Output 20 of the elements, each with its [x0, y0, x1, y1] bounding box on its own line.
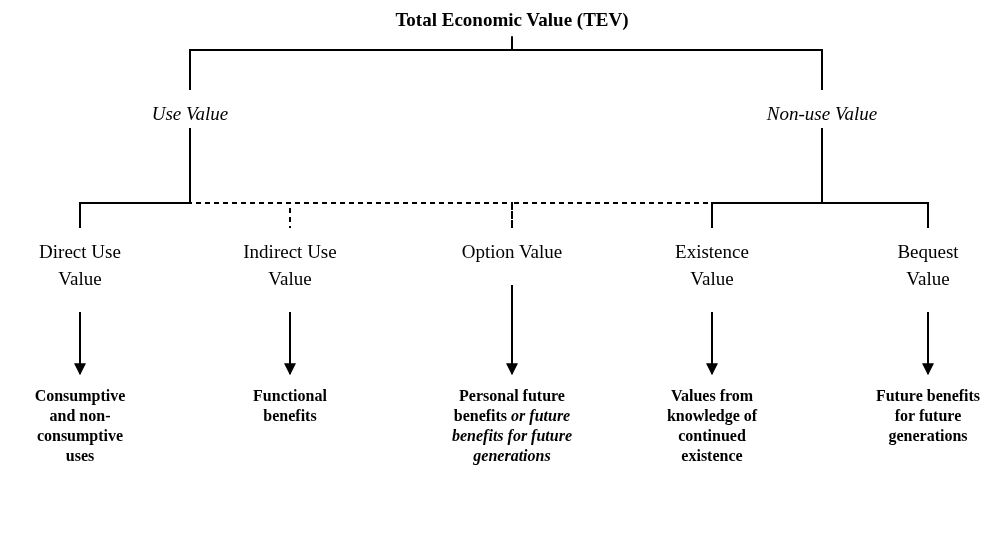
arrow — [922, 311, 934, 376]
category-label: Use Value — [150, 102, 230, 126]
arrow — [284, 311, 296, 376]
value-label: Existence Value — [674, 240, 750, 291]
description-text: Consumptive and non-consumptive uses — [33, 386, 127, 466]
description-text: Future benefits for future generations — [874, 386, 982, 446]
value-label: Option Value — [460, 240, 564, 264]
connector-line — [511, 35, 823, 91]
value-label: Bequest Value — [896, 240, 960, 291]
title-text: Total Economic Value (TEV) — [394, 8, 630, 32]
value-label: Direct Use Value — [38, 240, 122, 291]
arrow — [706, 311, 718, 376]
connector-line — [821, 127, 929, 229]
description-text: Personal future benefits or future benefits for future generations — [451, 386, 573, 466]
value-label: Indirect Use Value — [242, 240, 338, 291]
category-label: Non-use Value — [765, 102, 879, 126]
arrow — [74, 311, 86, 376]
description-text: Functional benefits — [252, 386, 328, 426]
arrow — [506, 284, 518, 376]
description-text: Values from knowledge of continued existence — [665, 386, 759, 466]
